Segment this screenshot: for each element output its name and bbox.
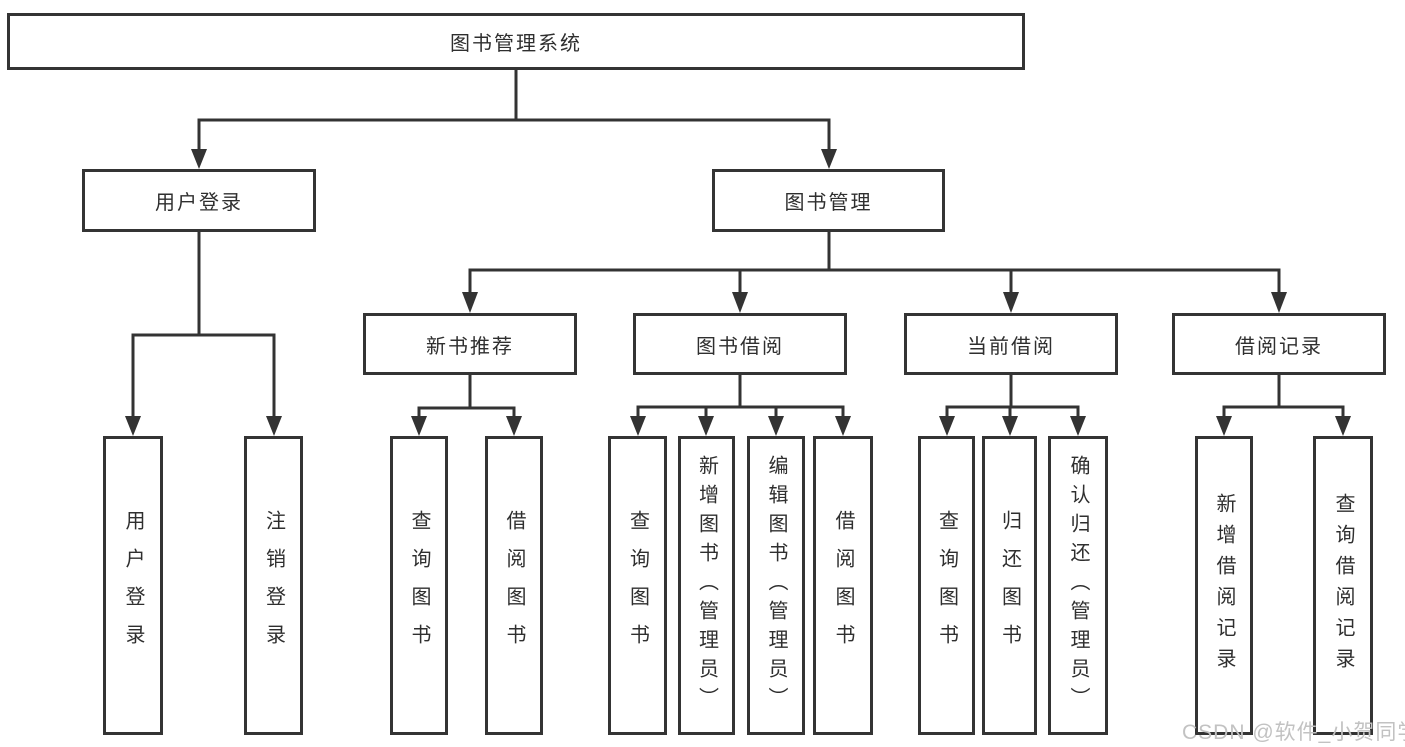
- leaf-borrow-books-recommend: 借阅图书: [485, 436, 543, 735]
- leaf-label: 查询图书: [626, 509, 649, 662]
- node-label: 图书借阅: [696, 335, 784, 358]
- leaf-label: 查询图书: [408, 509, 430, 662]
- leaf-confirm-return-admin: 确认归还（管理员）: [1048, 436, 1108, 735]
- leaf-label: 新增借阅记录: [1213, 492, 1235, 679]
- leaf-label: 注销登录: [262, 509, 285, 662]
- node-book-management: 图书管理: [712, 169, 945, 232]
- node-library-management-system: 图书管理系统: [7, 13, 1025, 70]
- node-current-borrowing: 当前借阅: [904, 313, 1118, 375]
- node-label: 用户登录: [155, 192, 243, 214]
- leaf-label: 借阅图书: [503, 509, 525, 662]
- leaf-label: 新增图书（管理员）: [695, 455, 718, 716]
- leaf-label: 用户登录: [122, 509, 144, 662]
- leaf-return-books: 归还图书: [982, 436, 1037, 735]
- node-book-borrowing: 图书借阅: [633, 313, 847, 375]
- leaf-label: 编辑图书（管理员）: [765, 455, 787, 716]
- watermark: CSDN @软件_小贺同学: [1182, 721, 1405, 744]
- node-label: 借阅记录: [1235, 335, 1323, 358]
- node-new-book-recommend: 新书推荐: [363, 313, 577, 375]
- leaf-query-borrow-record: 查询借阅记录: [1313, 436, 1373, 735]
- leaf-user-login: 用户登录: [103, 436, 163, 735]
- leaf-label: 归还图书: [998, 509, 1021, 662]
- leaf-add-borrow-record: 新增借阅记录: [1195, 436, 1253, 735]
- leaf-label: 查询借阅记录: [1332, 492, 1354, 679]
- leaf-borrow-books: 借阅图书: [813, 436, 873, 735]
- leaf-label: 确认归还（管理员）: [1067, 455, 1089, 716]
- node-label: 图书管理系统: [450, 33, 582, 55]
- leaf-logout: 注销登录: [244, 436, 303, 735]
- leaf-edit-books-admin: 编辑图书（管理员）: [747, 436, 805, 735]
- node-label: 当前借阅: [967, 335, 1055, 358]
- leaf-query-books-recommend: 查询图书: [390, 436, 448, 735]
- node-borrowing-records: 借阅记录: [1172, 313, 1386, 375]
- leaf-label: 借阅图书: [832, 509, 854, 662]
- leaf-add-books-admin: 新增图书（管理员）: [678, 436, 735, 735]
- node-label: 新书推荐: [426, 335, 514, 358]
- node-user-login: 用户登录: [82, 169, 316, 232]
- leaf-label: 查询图书: [935, 509, 958, 662]
- leaf-query-books-current: 查询图书: [918, 436, 975, 735]
- node-label: 图书管理: [784, 192, 873, 214]
- leaf-query-books-borrowing: 查询图书: [608, 436, 667, 735]
